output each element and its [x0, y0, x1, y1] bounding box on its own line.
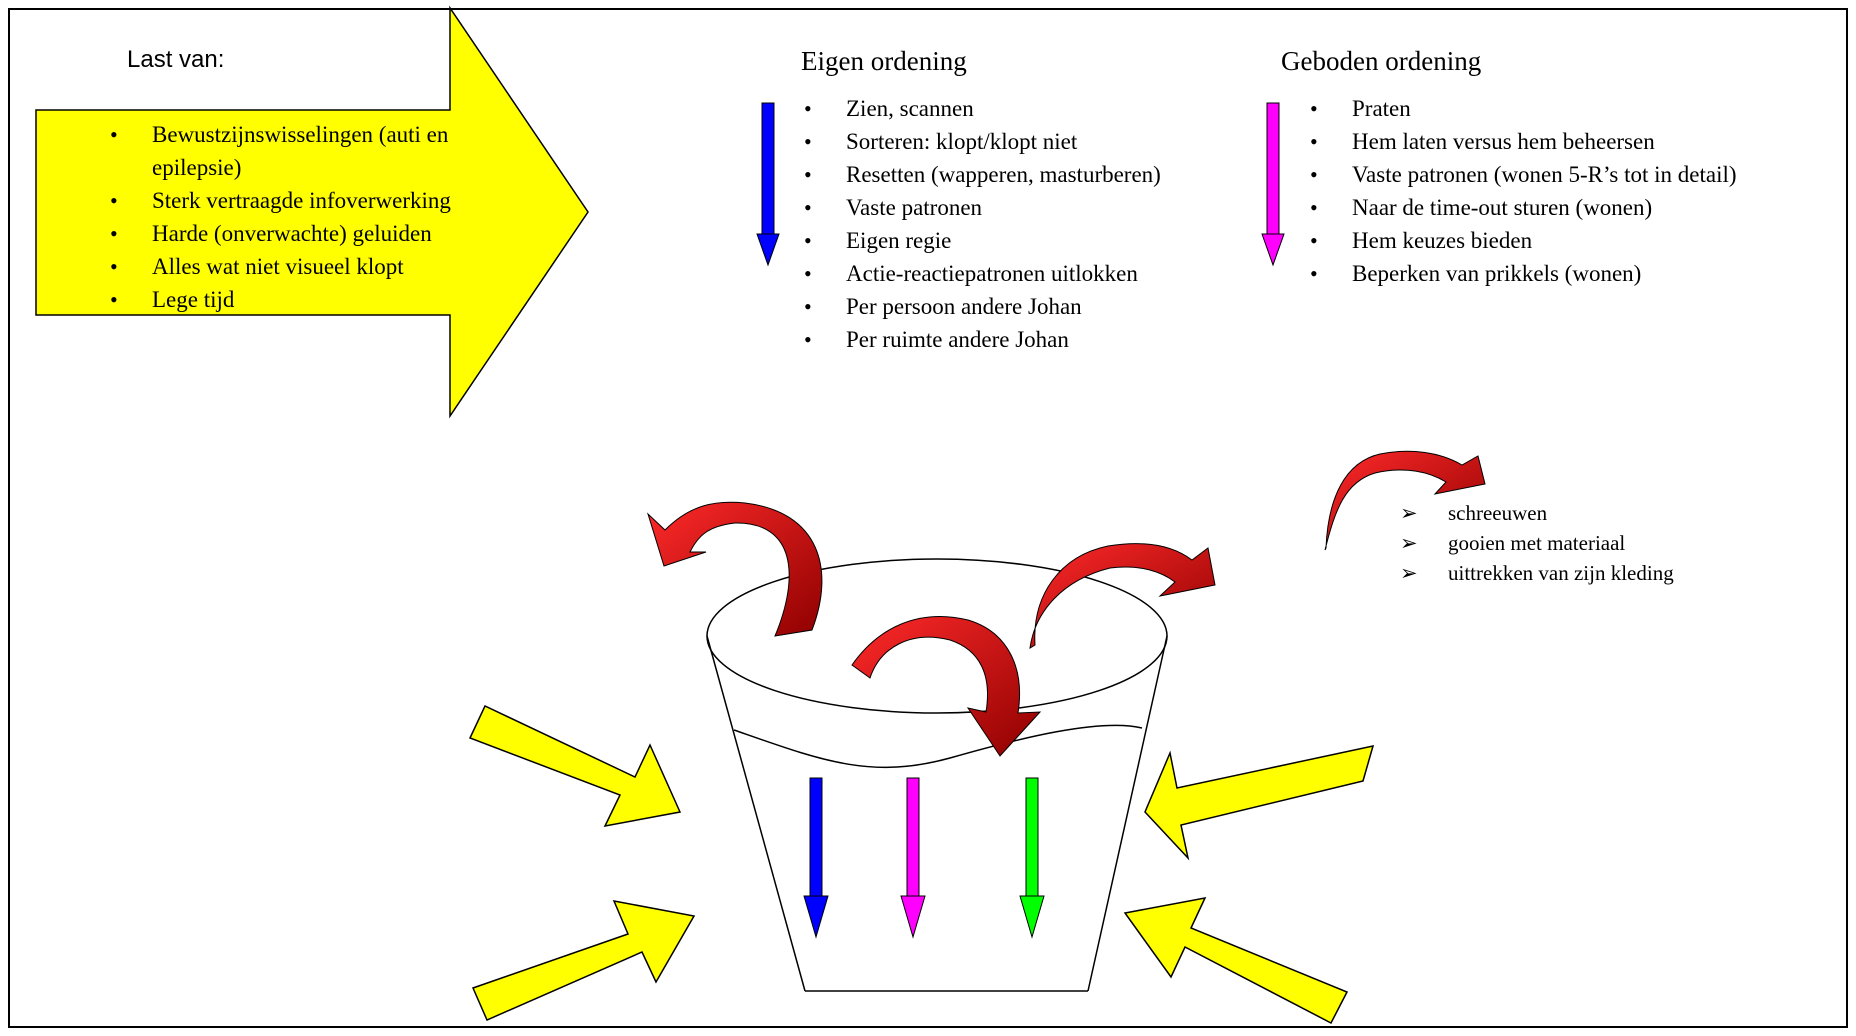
list-item: Harde (onverwachte) geluiden: [104, 217, 514, 250]
list-item: Bewustzijnswisselingen (auti en epilepsi…: [104, 118, 514, 184]
list-item: schreeuwen: [1400, 498, 1674, 528]
magenta-down-arrow: [1262, 103, 1284, 265]
geboden-ordening-title: Geboden ordening: [1281, 46, 1481, 77]
last-van-list: Bewustzijnswisselingen (auti en epilepsi…: [104, 118, 514, 316]
list-item: Sorteren: klopt/klopt niet: [798, 125, 1161, 158]
list-item: Vaste patronen: [798, 191, 1161, 224]
blue-down-arrow: [757, 103, 779, 265]
yellow-arrow-lower-right: [1125, 898, 1347, 1023]
list-item: Lege tijd: [104, 283, 514, 316]
list-item: Per ruimte andere Johan: [798, 323, 1161, 356]
bucket-blue-arrow: [804, 778, 828, 937]
list-item: Hem keuzes bieden: [1304, 224, 1737, 257]
yellow-arrow-upper-right: [1145, 746, 1373, 858]
yellow-arrow-lower-left: [473, 901, 694, 1020]
list-item: Naar de time-out sturen (wonen): [1304, 191, 1737, 224]
red-curved-arrow-left: [648, 502, 822, 636]
list-item: Beperken van prikkels (wonen): [1304, 257, 1737, 290]
list-item: Alles wat niet visueel klopt: [104, 250, 514, 283]
list-item: uittrekken van zijn kleding: [1400, 558, 1674, 588]
list-item: Praten: [1304, 92, 1737, 125]
overflow-list: schreeuwen gooien met materiaal uittrekk…: [1400, 498, 1674, 588]
list-item: Hem laten versus hem beheersen: [1304, 125, 1737, 158]
list-item: Actie-reactiepatronen uitlokken: [798, 257, 1161, 290]
list-item: Per persoon andere Johan: [798, 290, 1161, 323]
red-curved-arrow-right: [1030, 544, 1215, 648]
list-item: Sterk vertraagde infoverwerking: [104, 184, 514, 217]
list-item: Resetten (wapperen, masturberen): [798, 158, 1161, 191]
list-item: Eigen regie: [798, 224, 1161, 257]
eigen-ordening-title: Eigen ordening: [801, 46, 967, 77]
list-item: gooien met materiaal: [1400, 528, 1674, 558]
bucket-magenta-arrow: [901, 778, 925, 937]
red-curved-arrow-middle: [852, 617, 1040, 756]
eigen-ordening-list: Zien, scannen Sorteren: klopt/klopt niet…: [798, 92, 1161, 356]
yellow-arrow-upper-left: [470, 706, 680, 826]
geboden-ordening-list: Praten Hem laten versus hem beheersen Va…: [1304, 92, 1737, 290]
list-item: Vaste patronen (wonen 5-R’s tot in detai…: [1304, 158, 1737, 191]
bucket-green-arrow: [1020, 778, 1044, 937]
list-item: Zien, scannen: [798, 92, 1161, 125]
last-van-title: Last van:: [127, 46, 224, 74]
